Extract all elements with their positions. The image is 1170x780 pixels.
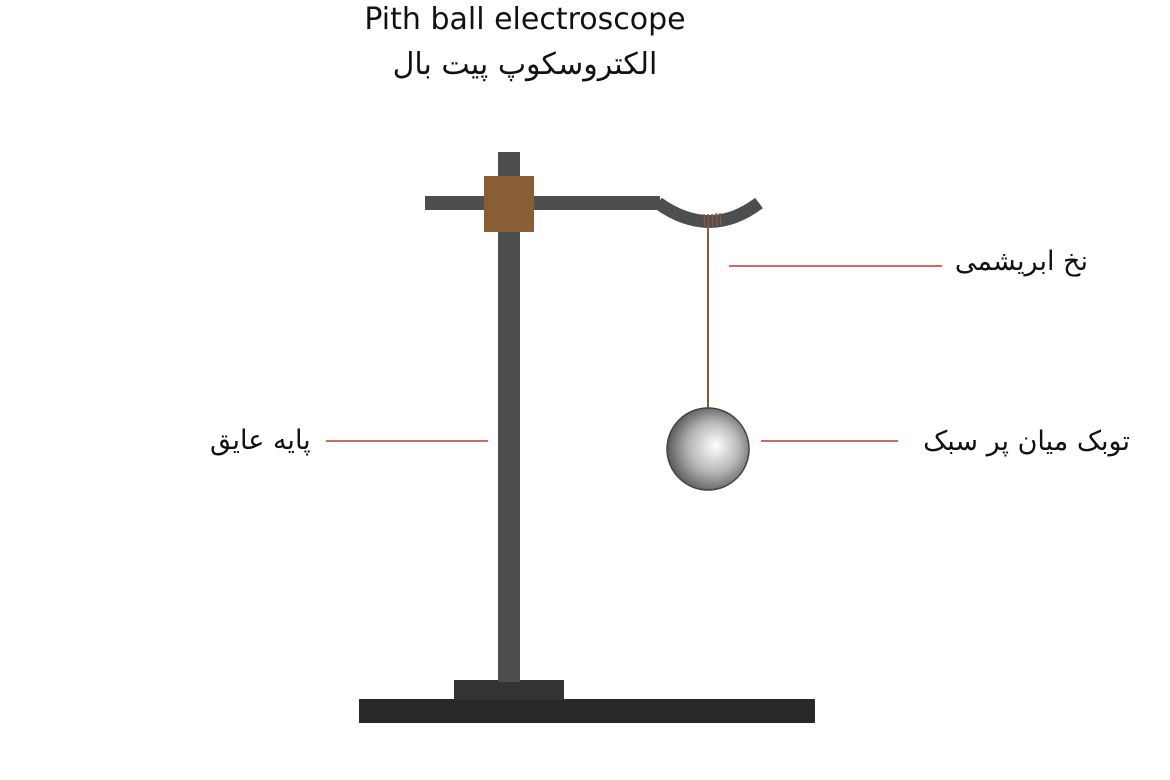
stand-horizontal-arm [425, 196, 660, 210]
label-insulating-stand: پایه عایق [210, 425, 311, 456]
stand-base-plate [359, 699, 815, 723]
label-pith-ball: توبک میان پر سبک [923, 426, 1130, 457]
label-silk-thread: نخ ابریشمی [954, 246, 1088, 277]
diagram-title-english: Pith ball electroscope [364, 2, 686, 37]
pith-ball [666, 407, 750, 491]
stand-vertical-pole [498, 152, 520, 682]
thread-knot [703, 212, 722, 228]
stand-base-block [454, 680, 564, 700]
stand-clamp [484, 176, 534, 232]
diagram-title-persian: الکتروسکوپ پیت بال [392, 47, 658, 82]
